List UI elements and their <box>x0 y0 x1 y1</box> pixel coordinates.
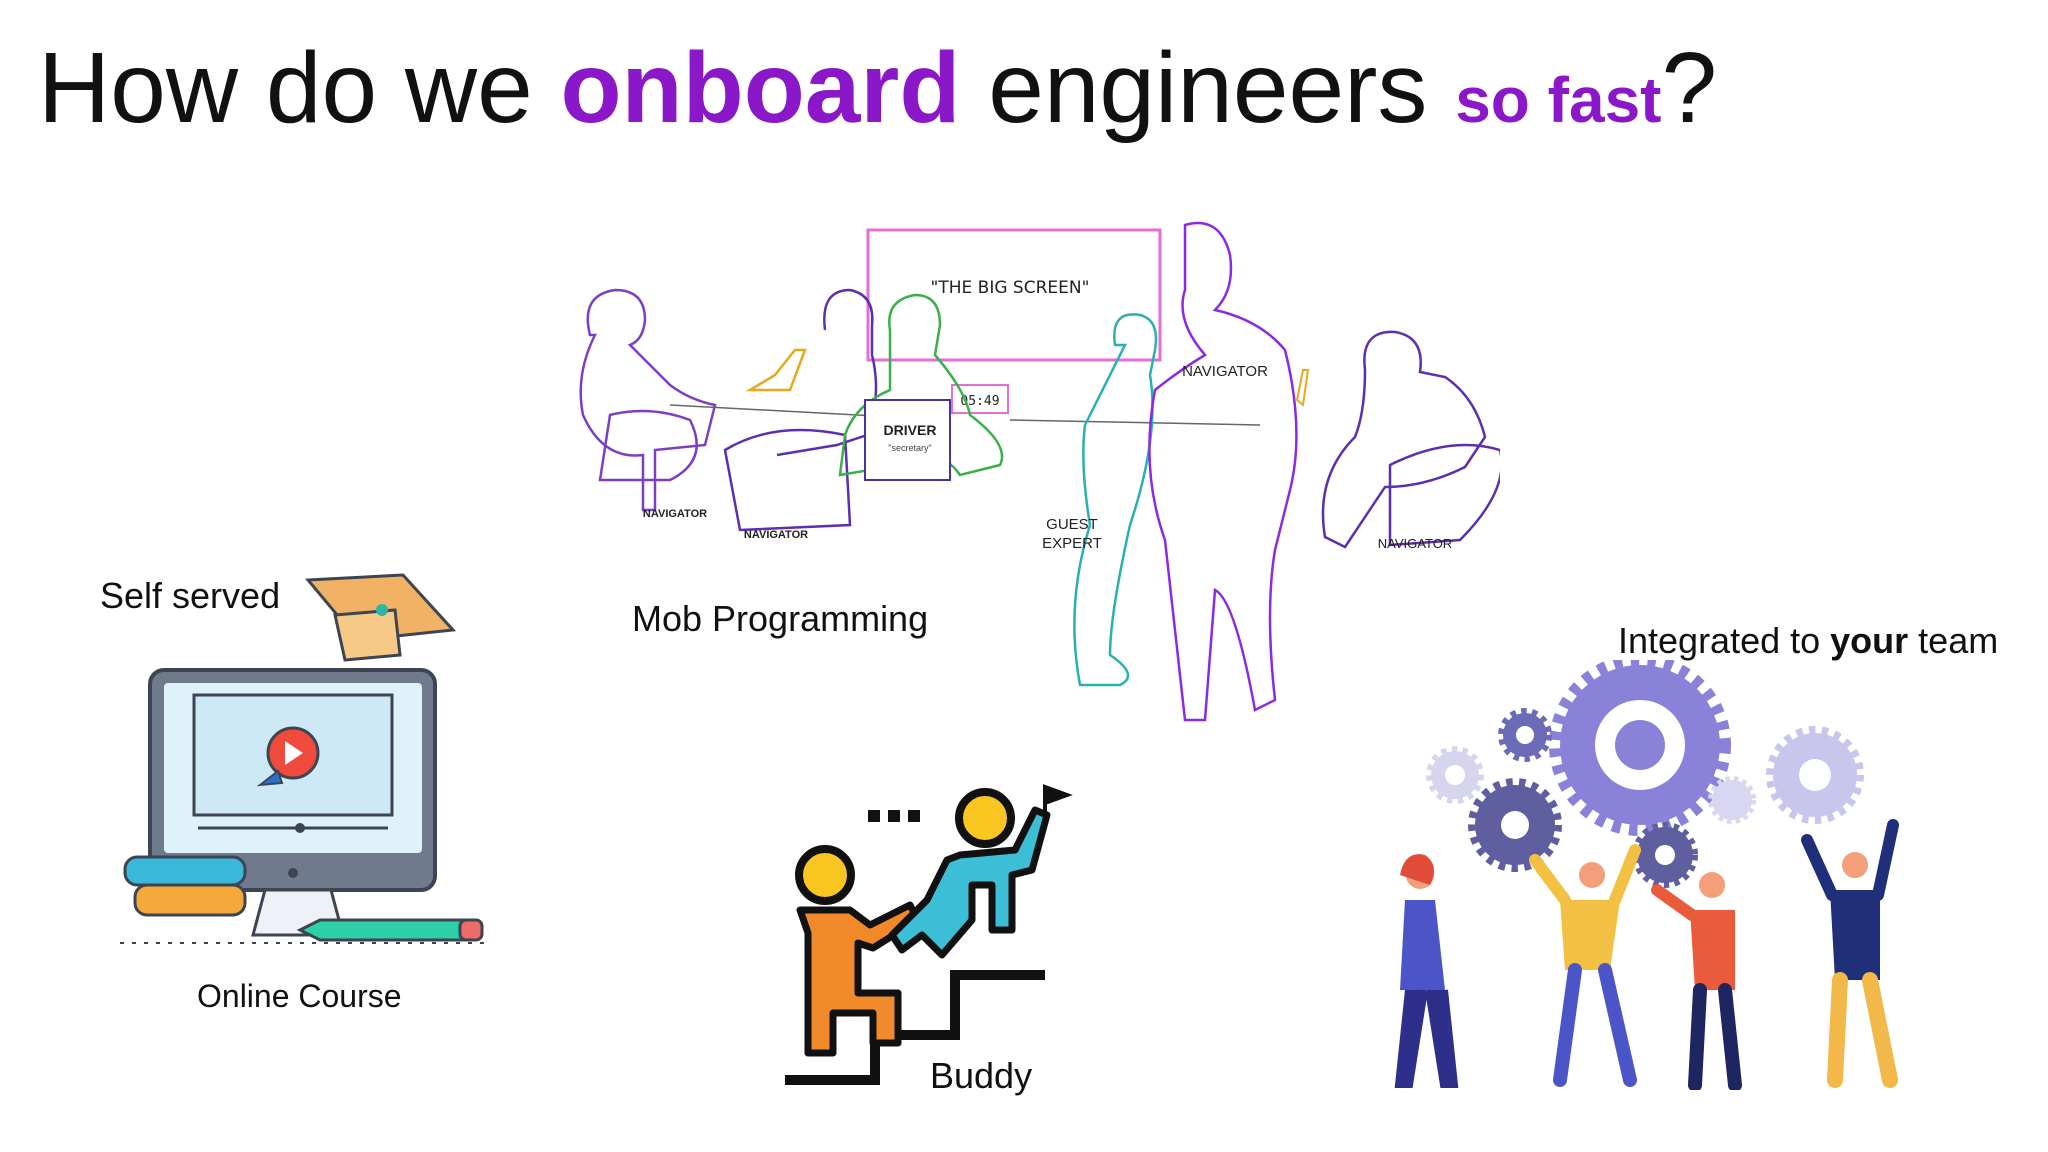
navigator-right-label: NAVIGATOR <box>1378 536 1452 551</box>
guest-label-1: GUEST <box>1046 516 1098 533</box>
title-highlight-so-fast: so fast <box>1455 64 1662 136</box>
mob-programming-caption: Mob Programming <box>632 598 929 639</box>
timer-box <box>951 384 1009 414</box>
gear-icon <box>1468 778 1562 872</box>
buddy-orange-head <box>795 845 855 905</box>
buddy-caption: Buddy <box>930 1055 1033 1096</box>
integrated-suffix: team <box>1908 620 1999 661</box>
navigator-standing-figure <box>1148 221 1298 722</box>
team-person-3 <box>1651 872 1742 1090</box>
team-gears-illustration <box>1394 660 1899 1090</box>
team-person-1 <box>1394 854 1459 1088</box>
title-prefix: How do we <box>38 32 561 144</box>
self-served-label: Self served <box>100 575 281 616</box>
integrated-bold: your <box>1830 620 1909 661</box>
books-icon <box>123 855 247 887</box>
driver-note: "secretary" <box>888 443 931 453</box>
navigator-standing-label: NAVIGATOR <box>1182 363 1268 380</box>
timer-text: 05:49 <box>960 394 999 409</box>
page-title: How do we onboard engineers so fast? <box>38 18 1717 170</box>
gear-icon <box>1426 746 1484 804</box>
online-course-caption: Online Course <box>197 978 402 1014</box>
buddy-teal-head <box>955 788 1015 848</box>
team-person-4 <box>1801 819 1899 1088</box>
team-person-2 <box>1529 844 1641 1087</box>
flag-icon <box>1043 784 1073 815</box>
title-middle: engineers <box>960 32 1456 144</box>
mob-programming-illustration: "THE BIG SCREEN" 05:49 DRIVER "secretary… <box>579 221 1500 722</box>
buddy-orange-body <box>796 901 922 1057</box>
driver-chair <box>864 399 951 481</box>
stairs-icon <box>785 970 1045 1085</box>
title-suffix: ? <box>1661 32 1718 144</box>
gear-icon <box>1708 776 1756 824</box>
navigator-left-label: NAVIGATOR <box>643 508 707 520</box>
buddy-illustration <box>785 784 1073 1085</box>
driver-label: DRIVER <box>884 422 937 438</box>
big-screen-frame <box>866 228 1162 362</box>
navigator-second-label: NAVIGATOR <box>744 529 808 541</box>
navigator-left-figure <box>579 288 717 512</box>
guest-expert-figure <box>1073 313 1158 687</box>
integrated-caption: Integrated to your team <box>1618 620 1998 662</box>
title-highlight-onboard: onboard <box>560 32 961 144</box>
navigator-right-figure <box>1321 330 1500 549</box>
integrated-prefix: Integrated to <box>1618 620 1831 661</box>
big-screen-label: "THE BIG SCREEN" <box>931 278 1090 298</box>
navigator-second-figure <box>723 288 878 532</box>
online-course-illustration <box>120 573 490 944</box>
guest-label-2: EXPERT <box>1042 535 1102 552</box>
gear-icon <box>1766 726 1864 824</box>
driver-figure <box>838 293 1004 477</box>
pencil-icon <box>296 918 472 942</box>
gear-icon <box>1632 822 1698 888</box>
gear-icon <box>1549 660 1731 836</box>
gear-icon <box>1498 708 1552 762</box>
